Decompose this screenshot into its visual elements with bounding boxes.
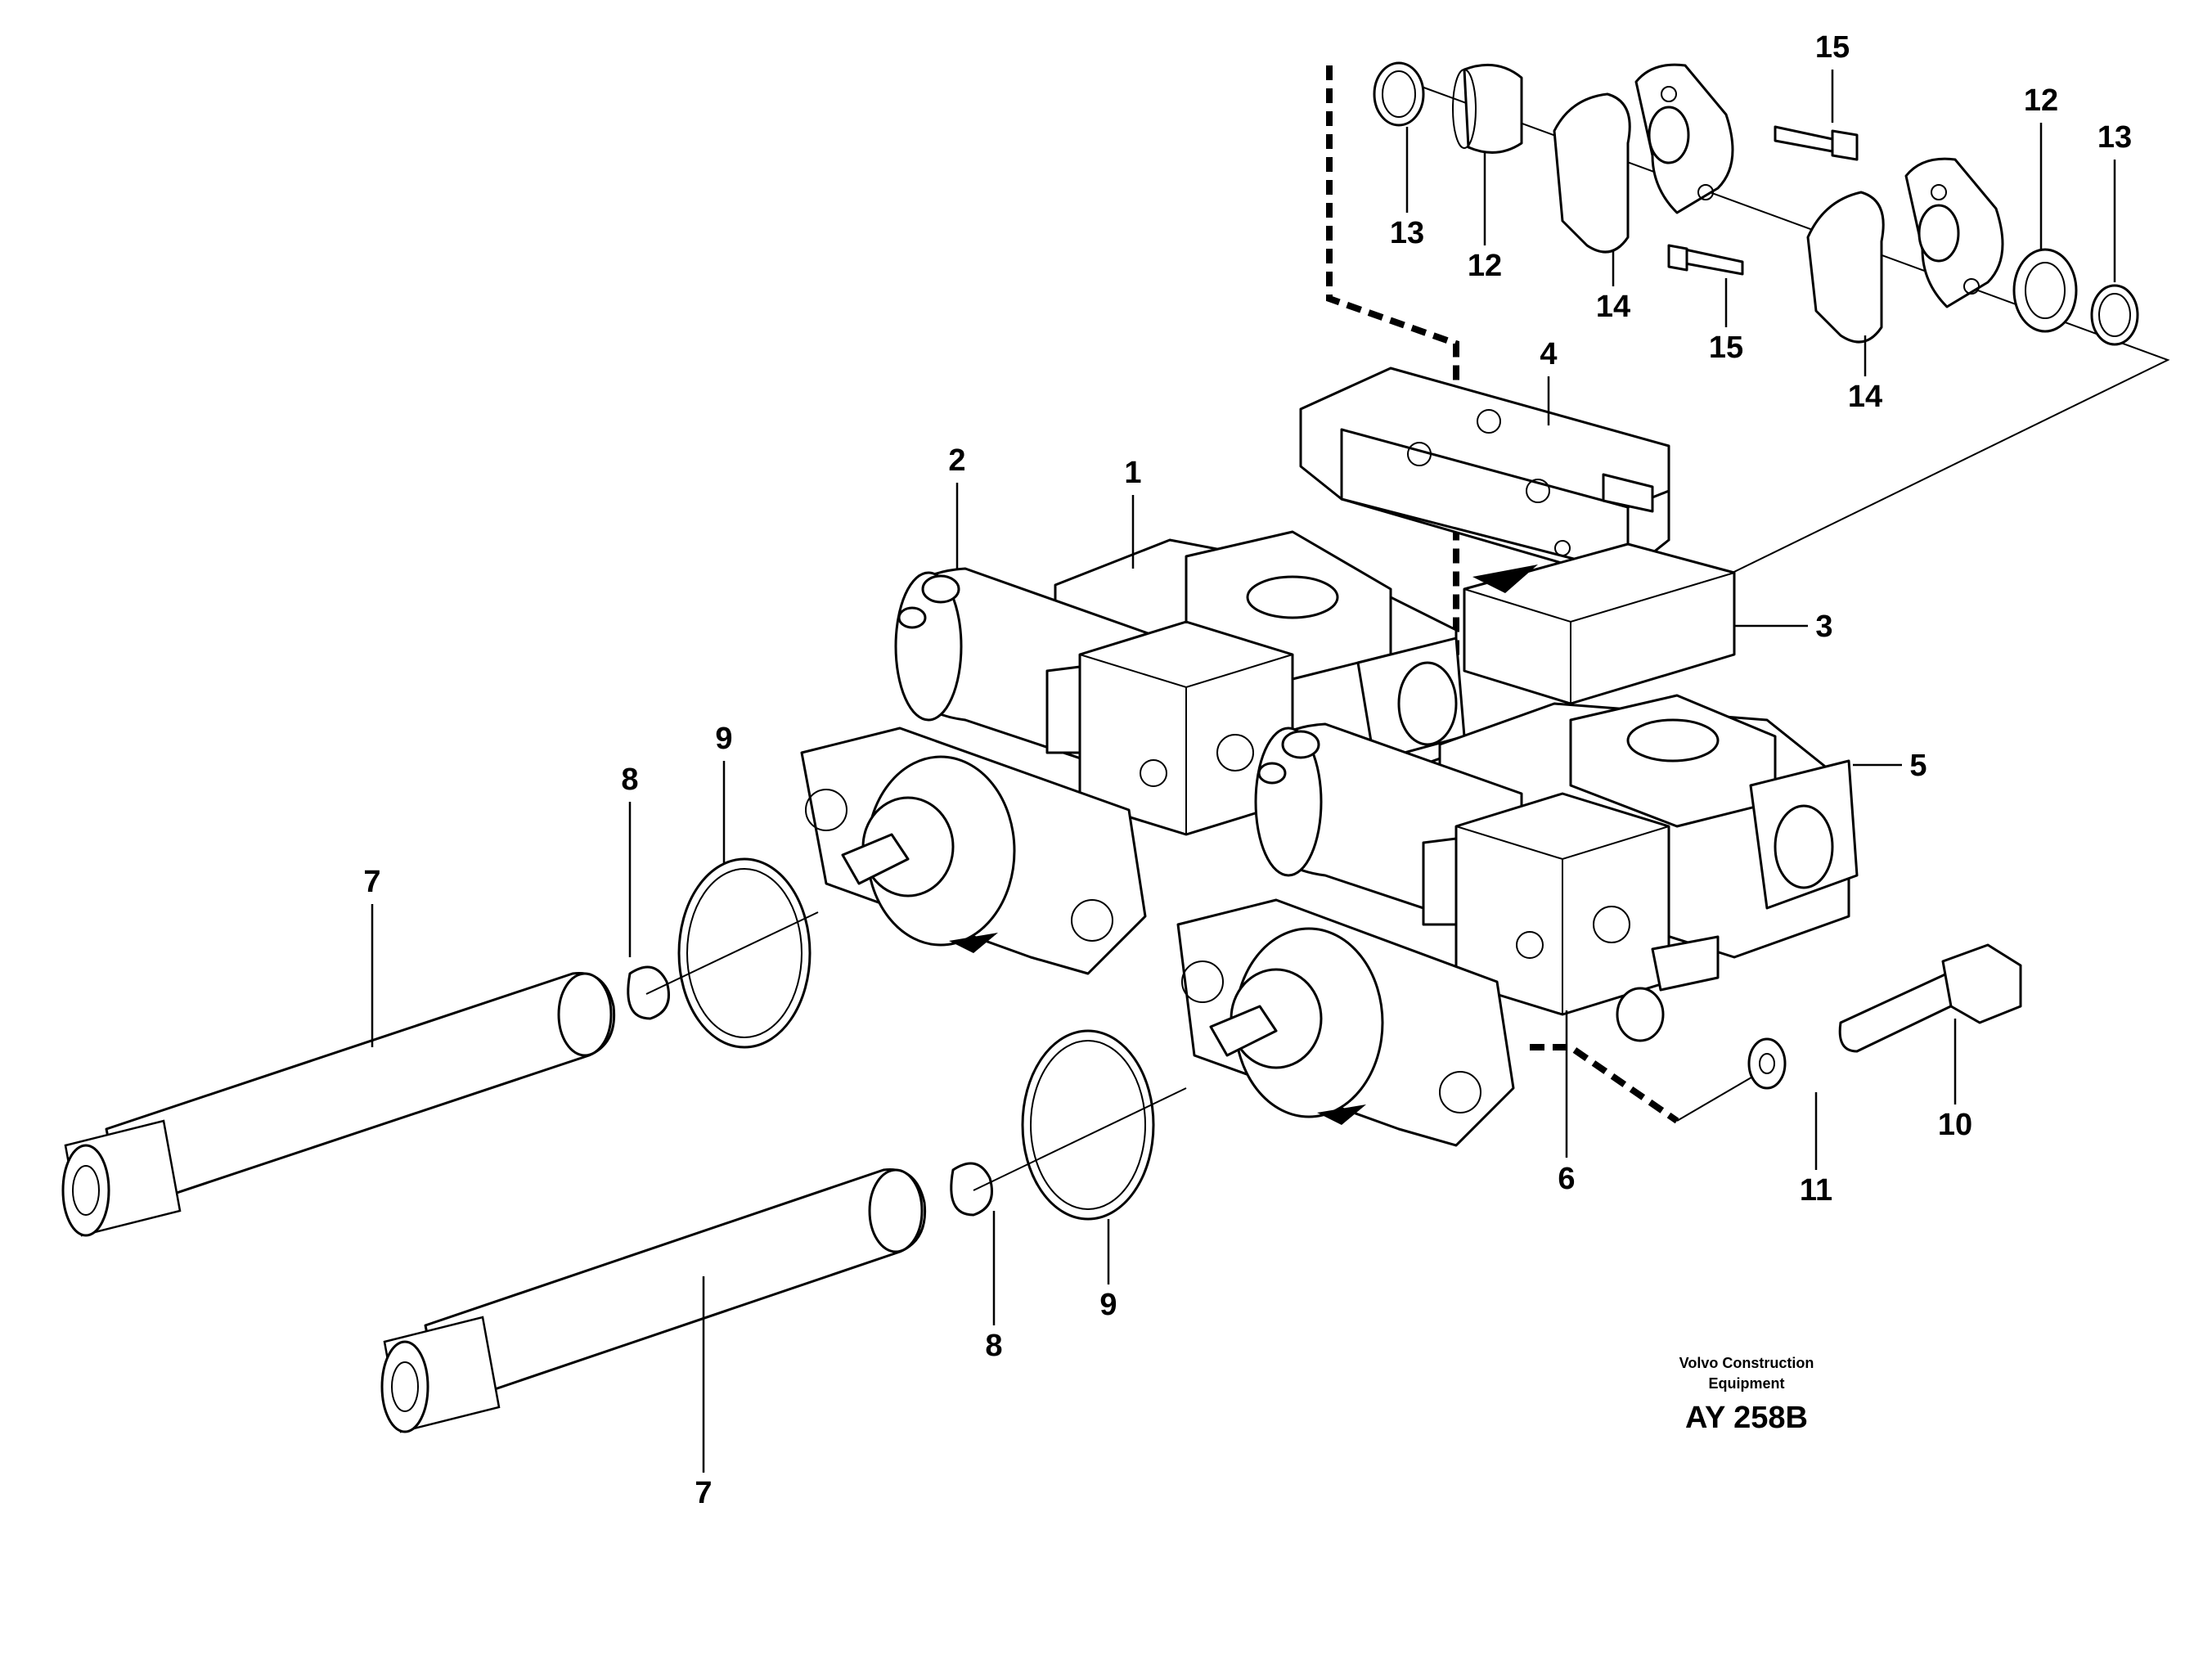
callout-11: 11	[1800, 1173, 1832, 1208]
flange-half-14a	[1553, 92, 1631, 254]
callout-10: 10	[1938, 1108, 1972, 1142]
callout-12a: 12	[1468, 249, 1502, 283]
plug-12b	[2012, 248, 2078, 333]
drawing-credit: Volvo Construction Equipment AY 258B	[1679, 1355, 1814, 1435]
callout-15b: 15	[1709, 331, 1743, 365]
callout-14b: 14	[1848, 380, 1882, 414]
credit-line-2: Equipment	[1709, 1375, 1785, 1392]
callout-7b: 7	[695, 1476, 712, 1510]
callout-4: 4	[1540, 337, 1557, 371]
flange-half-14b	[1806, 191, 1885, 344]
washer-11	[1747, 1037, 1787, 1090]
callout-13b: 13	[2097, 120, 2132, 155]
callout-14a: 14	[1596, 290, 1630, 324]
shaft-7a	[105, 972, 616, 1212]
callout-13a: 13	[1390, 216, 1424, 250]
bolt-kit-right	[1747, 943, 2022, 1090]
plug-12a	[1463, 63, 1523, 154]
shaft-7b	[424, 1168, 927, 1409]
shaft-kit-lower	[380, 1029, 1155, 1433]
callout-7a: 7	[363, 865, 380, 899]
fitting-kit-upper	[1373, 61, 2139, 346]
callout-1: 1	[1124, 456, 1141, 490]
callout-9b: 9	[1099, 1288, 1117, 1322]
shaft-kit-upper	[61, 857, 812, 1237]
snap-ring-8b	[950, 1162, 993, 1217]
callout-8a: 8	[621, 763, 638, 797]
valve-block-3	[1463, 542, 1736, 705]
callout-9a: 9	[715, 722, 732, 756]
credit-line-1: Volvo Construction	[1679, 1355, 1814, 1371]
control-block-4	[1299, 367, 1670, 574]
callout-6: 6	[1558, 1162, 1575, 1196]
bolt-10	[1838, 972, 1961, 1053]
callout-8b: 8	[985, 1329, 1002, 1363]
bolt-15b	[1684, 248, 1744, 276]
servo-block-6	[1422, 792, 1720, 1042]
flange-upper	[800, 727, 1147, 975]
callout-3: 3	[1815, 610, 1832, 644]
axis-guides	[645, 911, 1187, 1191]
callout-15a: 15	[1815, 30, 1850, 65]
pump-assembly	[800, 367, 1859, 1147]
flange-lower	[1176, 898, 1515, 1147]
callout-5: 5	[1909, 749, 1927, 783]
o-ring-9a	[677, 857, 812, 1049]
drawing-code: AY 258B	[1685, 1401, 1808, 1435]
callout-2: 2	[948, 443, 965, 478]
o-ring-9b	[1021, 1029, 1155, 1221]
callouts: 1 2 3 4 5 6 7 7 8 8 9 9 10 11 12 12 13 1…	[363, 30, 2132, 1510]
bolt-15a	[1774, 125, 1834, 153]
callout-12b: 12	[2024, 83, 2058, 118]
leader-lines	[371, 70, 2116, 1473]
